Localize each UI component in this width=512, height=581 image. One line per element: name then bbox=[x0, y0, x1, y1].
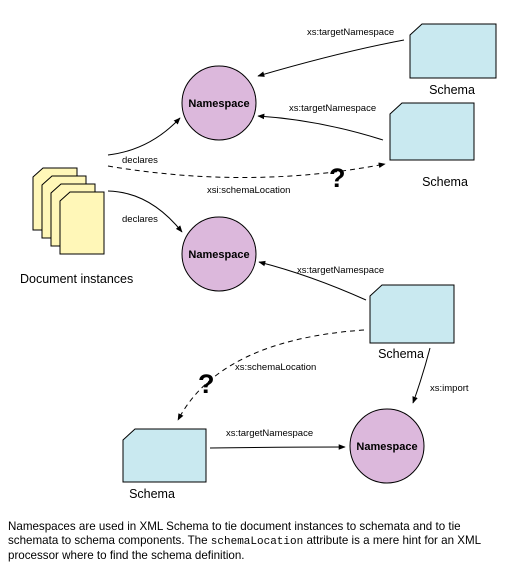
schema-node-right: Schema bbox=[389, 102, 475, 189]
document-page bbox=[59, 191, 105, 255]
caption: Namespaces are used in XML Schema to tie… bbox=[8, 520, 504, 563]
schema-label: Schema bbox=[429, 83, 475, 97]
declares-label: declares bbox=[122, 155, 158, 166]
schema-node-bottom-left: Schema bbox=[122, 428, 207, 501]
namespace-label: Namespace bbox=[356, 441, 417, 453]
namespace-label: Namespace bbox=[188, 249, 249, 261]
xs-import-label: xs:import bbox=[430, 383, 469, 394]
target-namespace-label: xs:targetNamespace bbox=[226, 428, 313, 439]
namespace-label: Namespace bbox=[188, 98, 249, 110]
xs-schema-location-label: xs:schemaLocation bbox=[235, 362, 316, 373]
target-namespace-label: xs:targetNamespace bbox=[289, 103, 376, 114]
namespace-node-bottom: Namespace bbox=[349, 408, 425, 484]
caption-text-part1: Namespaces are used in XML Schema to tie… bbox=[8, 520, 461, 547]
document-instances-label: Document instances bbox=[20, 272, 133, 286]
namespace-node-top: Namespace bbox=[181, 65, 257, 141]
edge-target-namespace-4: xs:targetNamespace bbox=[209, 428, 346, 450]
edge-declares-top: declares bbox=[107, 117, 181, 166]
edge-xs-import: xs:import bbox=[412, 347, 469, 404]
edge-declares-middle: declares bbox=[107, 190, 183, 233]
caption-text-part2: attribute is a mere hint for an XML proc… bbox=[8, 534, 481, 562]
schema-label: Schema bbox=[422, 175, 468, 189]
edge-xsi-schema-location: xsi:schemaLocation ? bbox=[107, 162, 386, 196]
question-mark: ? bbox=[198, 369, 215, 399]
edge-target-namespace-3: xs:targetNamespace bbox=[258, 260, 384, 301]
schema-node-top-right: Schema bbox=[409, 23, 497, 97]
edge-target-namespace-1: xs:targetNamespace bbox=[257, 27, 405, 77]
declares-label: declares bbox=[122, 214, 158, 225]
xsi-schema-location-label: xsi:schemaLocation bbox=[207, 185, 290, 196]
caption-code: schemaLocation bbox=[210, 536, 304, 548]
question-mark: ? bbox=[329, 163, 346, 193]
target-namespace-label: xs:targetNamespace bbox=[297, 265, 384, 276]
target-namespace-label: xs:targetNamespace bbox=[307, 27, 394, 38]
edge-xs-schema-location: xs:schemaLocation ? bbox=[177, 329, 365, 421]
edge-target-namespace-2: xs:targetNamespace bbox=[257, 103, 384, 141]
namespace-node-middle: Namespace bbox=[181, 216, 257, 292]
schema-node-middle-right: Schema bbox=[369, 284, 455, 361]
schema-label: Schema bbox=[378, 347, 424, 361]
schema-label: Schema bbox=[129, 487, 175, 501]
document-instances-node: Document instances bbox=[20, 167, 133, 286]
